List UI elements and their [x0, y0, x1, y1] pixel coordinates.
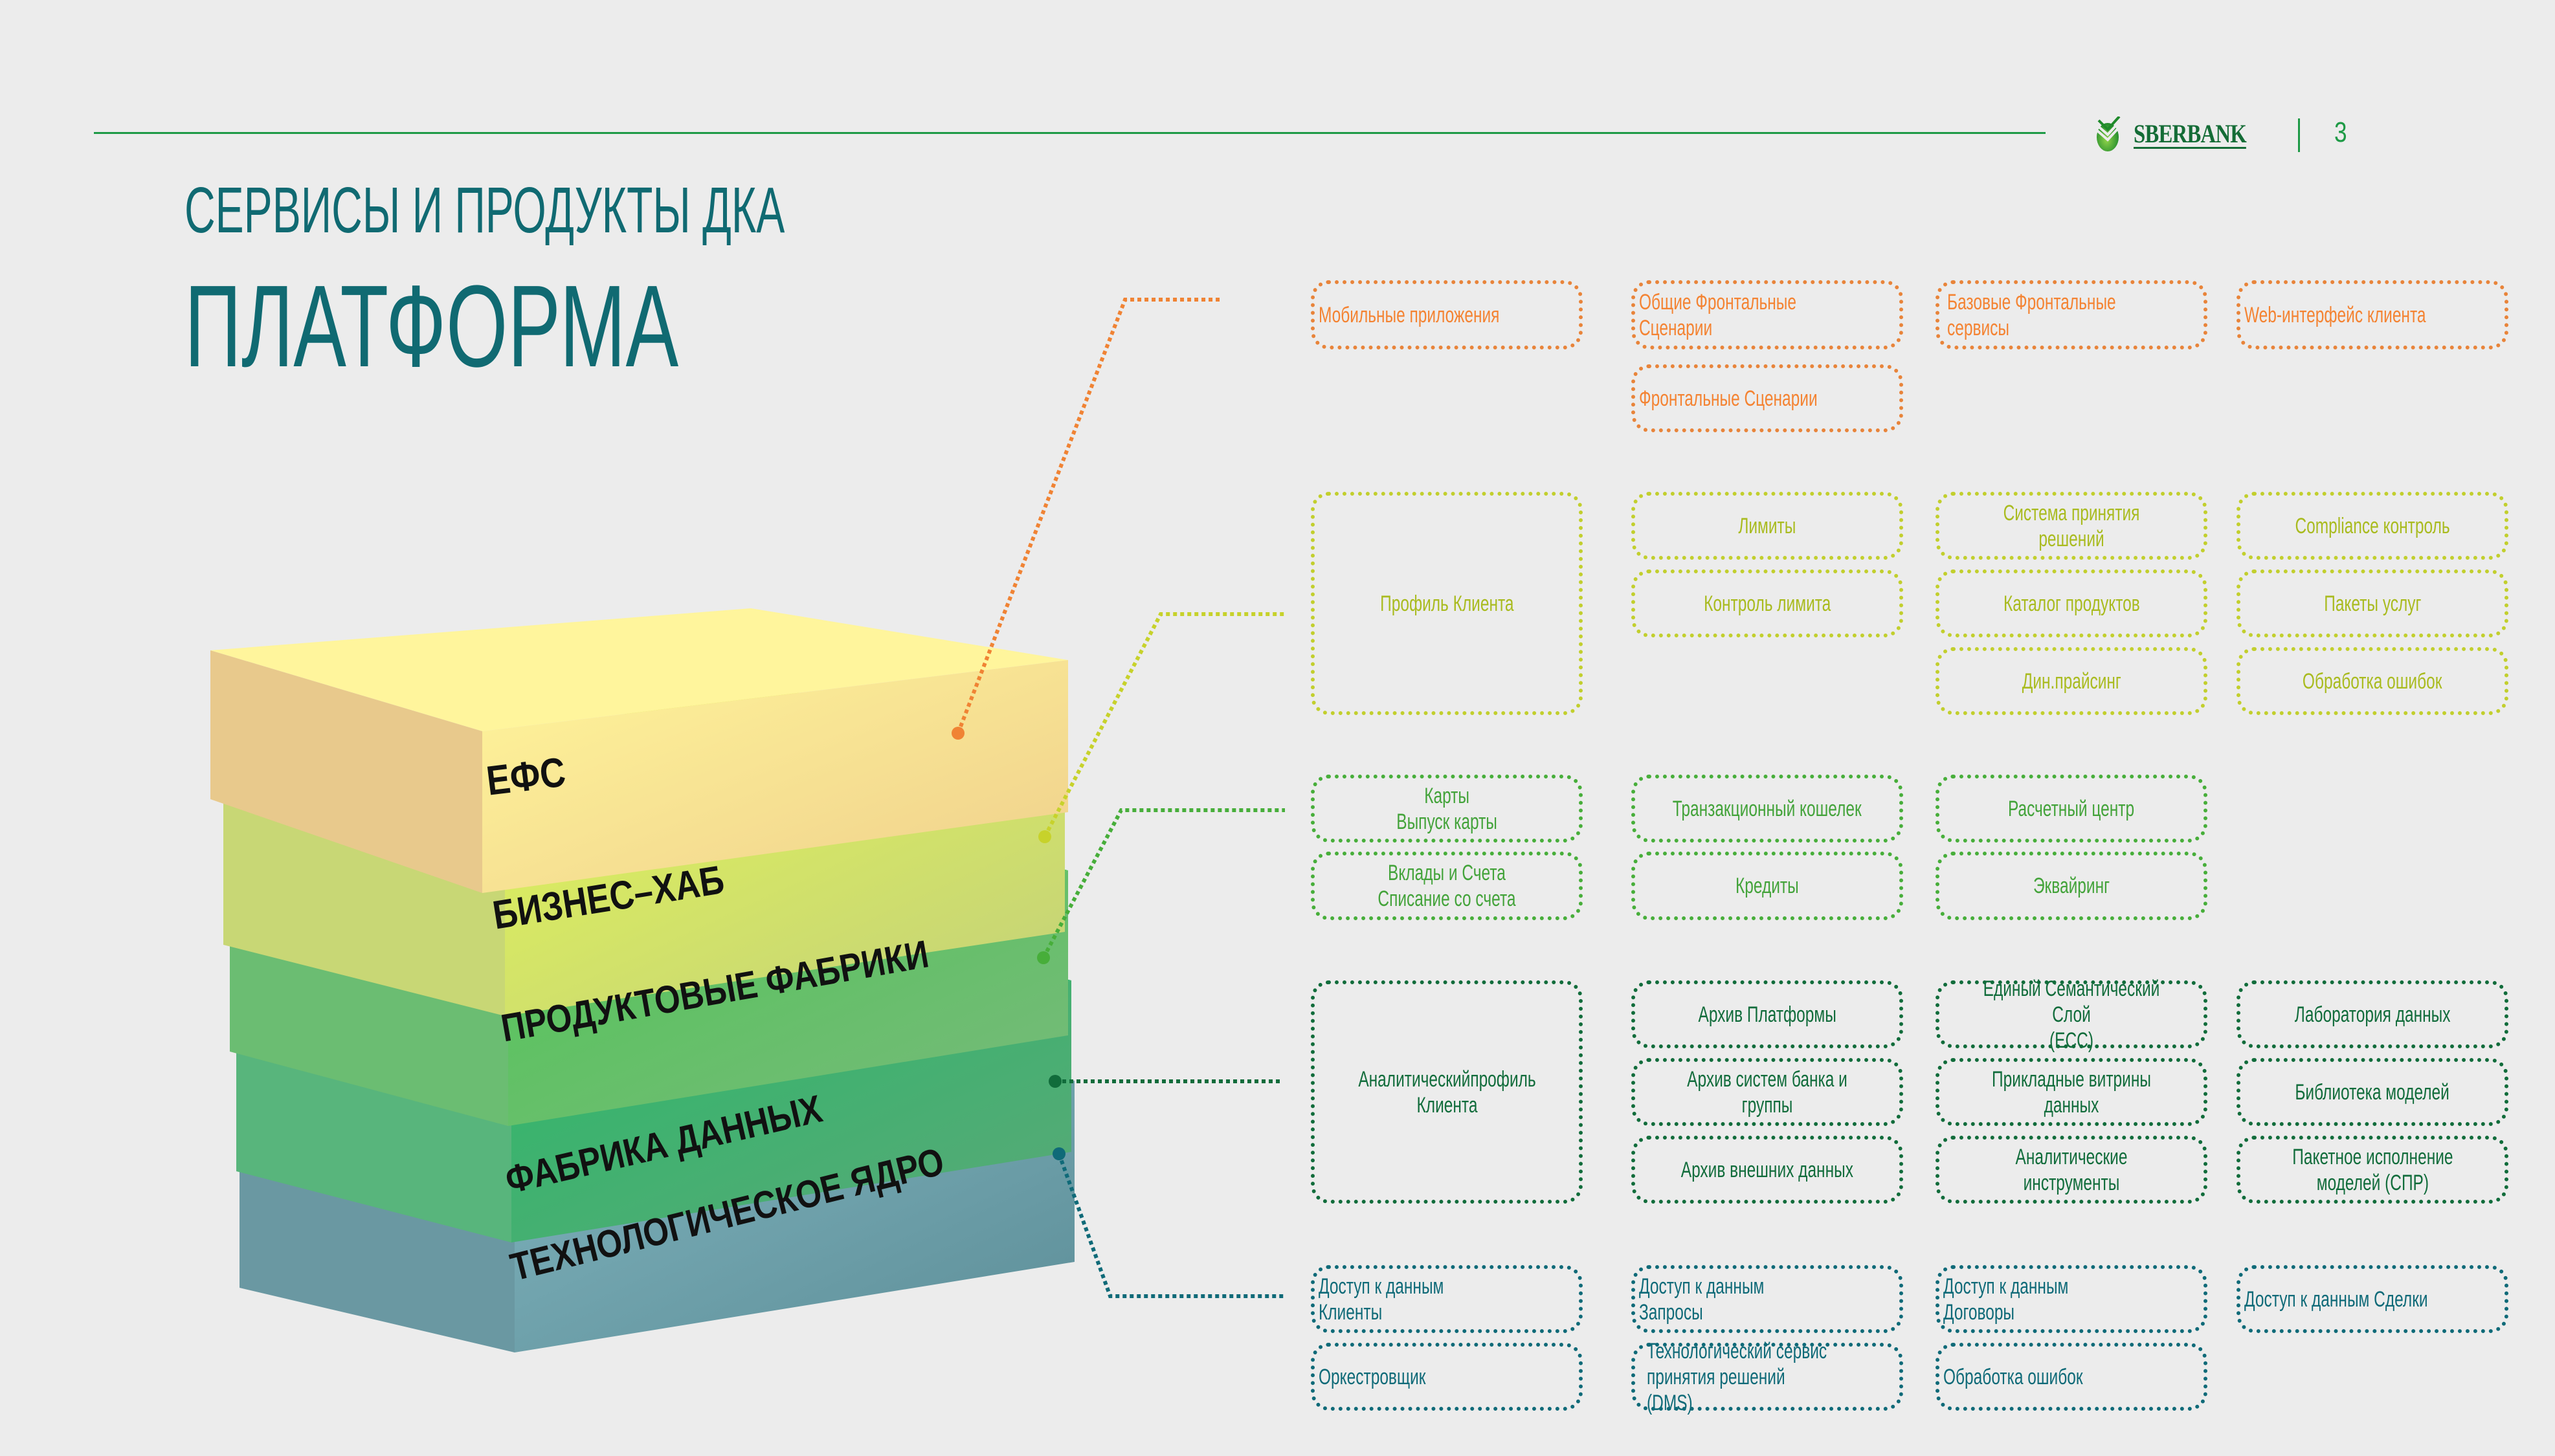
layer-label-business-hub: БИЗНЕС–ХАБ — [489, 857, 728, 938]
service-box-compliance[interactable]: Compliance контроль — [2237, 492, 2508, 560]
service-box-label: Профиль Клиента — [1379, 591, 1514, 616]
service-box-orchestrator[interactable]: Оркестровщик — [1311, 1343, 1583, 1411]
service-box-label: Аналитическийпрофиль Клиента — [1357, 1066, 1536, 1118]
service-box-label: Пакетное исполнение моделей (СПР) — [2292, 1144, 2453, 1195]
service-box-external-data-archive[interactable]: Архив внешних данных — [1631, 1136, 1903, 1204]
service-box-front-scenarios[interactable]: Фронтальные Сценарии — [1631, 364, 1903, 432]
page-title: ПЛАТФОРМА — [184, 261, 679, 392]
service-box-label: Эквайринг — [2033, 874, 2110, 898]
service-box-label: Доступ к данным Договоры — [1943, 1274, 2069, 1325]
service-box-web-interface[interactable]: Web-интерфейс клиента — [2237, 280, 2508, 349]
header-separator — [2298, 118, 2300, 152]
service-box-label: Дин.прайсинг — [2022, 668, 2121, 694]
service-box-common-front-scenarios[interactable]: Общие Фронтальные Сценарии — [1631, 280, 1903, 349]
connector-product-factories — [1037, 808, 1285, 964]
service-box-label: Web-интерфейс клиента — [2244, 302, 2426, 327]
service-box-mobile-apps[interactable]: Мобильные приложения — [1311, 280, 1583, 349]
service-box-credits[interactable]: Кредиты — [1631, 852, 1903, 920]
service-box-semantic-layer[interactable]: Единый Семантический Слой (ЕСС) — [1936, 976, 2207, 1053]
connector-efs — [952, 298, 1222, 740]
service-box-acquiring[interactable]: Эквайринг — [1936, 852, 2207, 920]
service-box-label: Единый Семантический Слой (ЕСС) — [1983, 976, 2160, 1053]
service-box-label: Обработка ошибок — [2303, 668, 2442, 694]
service-box-limits[interactable]: Лимиты — [1631, 492, 1903, 560]
service-box-label: Базовые Фронтальные сервисы — [1947, 289, 2116, 340]
service-box-model-library[interactable]: Библиотека моделей — [2237, 1058, 2508, 1126]
service-box-label: Технологический сервис принятия решений … — [1647, 1338, 1827, 1415]
connector-data-factory — [1049, 1075, 1280, 1088]
service-box-platform-archive[interactable]: Архив Платформы — [1631, 980, 1903, 1048]
service-box-label: Общие Фронтальные Сценарии — [1639, 289, 1796, 340]
service-box-deposits-accounts[interactable]: Вклады и Счета Списание со счета — [1311, 852, 1583, 920]
service-box-label: Карты Выпуск карты — [1396, 783, 1497, 834]
service-box-settlement-center[interactable]: Расчетный центр — [1936, 775, 2207, 843]
page-subtitle: СЕРВИСЫ И ПРОДУКТЫ ДКА — [184, 174, 785, 247]
service-box-label: Фронтальные Сценарии — [1639, 386, 1818, 411]
service-box-contracts-data-access[interactable]: Доступ к данным Договоры — [1936, 1265, 2207, 1333]
service-box-label: Контроль лимита — [1703, 591, 1831, 616]
service-box-label: Архив систем банка и группы — [1687, 1066, 1847, 1118]
service-box-label: Лимиты — [1738, 513, 1796, 538]
service-box-service-packages[interactable]: Пакеты услуг — [2237, 569, 2508, 637]
service-box-label: Доступ к данным Клиенты — [1319, 1274, 1444, 1325]
service-box-analytic-client-profile[interactable]: Аналитическийпрофиль Клиента — [1311, 980, 1583, 1204]
service-box-analytic-tools[interactable]: Аналитические инструменты — [1936, 1136, 2207, 1204]
layer-label-efs: ЕФС — [484, 748, 568, 804]
service-box-label: Система принятия решений — [2003, 500, 2140, 551]
connector-business-hub — [1038, 612, 1285, 843]
service-box-transaction-wallet[interactable]: Транзакционный кошелек — [1631, 775, 1903, 843]
service-box-clients-data-access[interactable]: Доступ к данным Клиенты — [1311, 1265, 1583, 1333]
service-box-label: Доступ к данным Сделки — [2244, 1286, 2428, 1312]
layer-efs — [210, 608, 1068, 893]
service-box-label: Каталог продуктов — [2003, 591, 2140, 616]
service-box-label: Кредиты — [1735, 874, 1799, 898]
service-box-dynamic-pricing[interactable]: Дин.прайсинг — [1936, 647, 2207, 715]
service-box-label: Расчетный центр — [2008, 796, 2135, 821]
service-box-client-profile[interactable]: Профиль Клиента — [1311, 492, 1583, 715]
layer-label-product-factories: ПРОДУКТОВЫЕ ФАБРИКИ — [498, 932, 932, 1050]
service-box-label: Обработка ошибок — [1943, 1364, 2083, 1389]
service-box-decision-system[interactable]: Система принятия решений — [1936, 492, 2207, 560]
service-box-label: Оркестровщик — [1319, 1364, 1426, 1389]
service-box-limit-control[interactable]: Контроль лимита — [1631, 569, 1903, 637]
service-box-label: Прикладные витрины данных — [1992, 1066, 2151, 1118]
service-box-label: Лаборатория данных — [2294, 1002, 2451, 1027]
layer-business-hub — [223, 689, 1065, 1016]
service-box-batch-model-execution[interactable]: Пакетное исполнение моделей (СПР) — [2237, 1136, 2508, 1204]
page-number: 3 — [2334, 116, 2347, 148]
service-box-label: Архив внешних данных — [1680, 1157, 1854, 1182]
service-box-error-handling-hub[interactable]: Обработка ошибок — [2237, 647, 2508, 715]
service-box-data-marts[interactable]: Прикладные витрины данных — [1936, 1058, 2207, 1126]
sberbank-logo: SBERBANK — [2091, 115, 2271, 154]
connector-tech-core — [1053, 1147, 1285, 1298]
service-box-label: Compliance контроль — [2295, 513, 2450, 538]
service-box-data-lab[interactable]: Лаборатория данных — [2237, 980, 2508, 1048]
header-divider-line — [94, 132, 2046, 134]
service-box-label: Мобильные приложения — [1319, 302, 1500, 327]
service-box-label: Транзакционный кошелек — [1673, 796, 1862, 821]
service-box-label: Библиотека моделей — [2295, 1079, 2450, 1105]
service-box-label: Аналитические инструменты — [2015, 1144, 2128, 1195]
service-box-error-handling-core[interactable]: Обработка ошибок — [1936, 1343, 2207, 1411]
service-box-bank-systems-archive[interactable]: Архив систем банка и группы — [1631, 1058, 1903, 1126]
service-box-label: Вклады и Счета Списание со счета — [1378, 861, 1516, 911]
service-box-label: Пакеты услуг — [2323, 591, 2422, 616]
sberbank-leaf-icon — [2096, 116, 2123, 151]
service-box-product-catalog[interactable]: Каталог продуктов — [1936, 569, 2207, 637]
logo-text: SBERBANK — [2134, 118, 2247, 149]
service-box-cards[interactable]: Карты Выпуск карты — [1311, 775, 1583, 843]
service-box-base-front-services[interactable]: Базовые Фронтальные сервисы — [1936, 280, 2207, 349]
service-box-requests-data-access[interactable]: Доступ к данным Запросы — [1631, 1265, 1903, 1333]
service-box-label: Архив Платформы — [1698, 1002, 1836, 1027]
service-box-label: Доступ к данным Запросы — [1639, 1274, 1765, 1325]
service-box-decision-service-dms[interactable]: Технологический сервис принятия решений … — [1631, 1339, 1903, 1415]
service-box-deals-data-access[interactable]: Доступ к данным Сделки — [2237, 1265, 2508, 1333]
layer-product-factories — [230, 802, 1068, 1126]
layer-tech-core — [240, 1019, 1075, 1352]
layer-data-factory — [236, 916, 1071, 1242]
